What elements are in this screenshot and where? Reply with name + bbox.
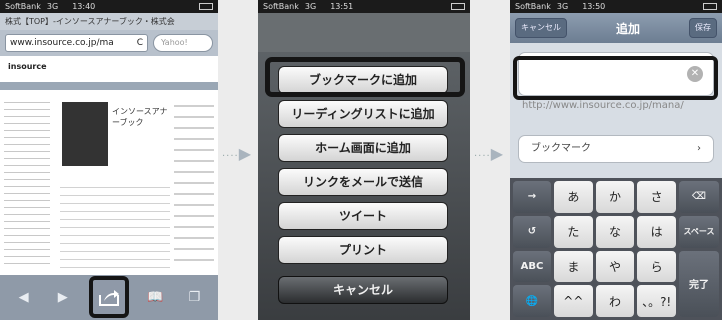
back-icon[interactable]: ◀ [18, 290, 29, 305]
key-sa[interactable]: さ [637, 181, 676, 213]
folder-label: ブックマーク [531, 143, 591, 154]
key-done[interactable]: 完了 [679, 250, 719, 317]
japanese-keyboard: → あ か さ ⌫ ↺ た な は スペース ABC ま や ら 完了 🌐 ^^… [510, 178, 722, 320]
url-text: www.insource.co.jp/ma [10, 38, 114, 48]
dimmed-browser [258, 13, 470, 55]
pages-icon[interactable]: ❐ [188, 290, 201, 305]
key-abc[interactable]: ABC [513, 250, 551, 283]
key-ma[interactable]: ま [554, 250, 593, 283]
key-punctuation[interactable]: 、。?! [637, 285, 676, 317]
arrow-head-icon: ▶ [238, 144, 253, 163]
key-a[interactable]: あ [554, 181, 593, 213]
bookmarks-icon[interactable]: 📖 [147, 290, 164, 305]
battery-icon [199, 3, 213, 10]
carrier: SoftBank [515, 2, 551, 11]
battery-icon [703, 3, 717, 10]
site-logo: insource [8, 62, 47, 71]
tweet-button[interactable]: ツイート [278, 202, 448, 230]
key-ka[interactable]: か [595, 181, 635, 213]
web-content[interactable]: insource インソースアナーブック [0, 56, 218, 275]
article-text [60, 180, 170, 270]
reload-icon[interactable]: C [136, 38, 143, 48]
carrier: SoftBank [5, 2, 41, 11]
key-ha[interactable]: は [637, 215, 676, 248]
search-field[interactable]: Yahoo! [153, 34, 213, 52]
book-image [62, 102, 108, 166]
key-undo-icon[interactable]: ↺ [513, 215, 551, 248]
carrier: SoftBank [263, 2, 299, 11]
network: 3G [46, 2, 59, 11]
globe-icon[interactable]: 🌐 [513, 285, 551, 317]
mail-link-button[interactable]: リンクをメールで送信 [278, 168, 448, 196]
key-ya[interactable]: や [595, 250, 635, 283]
key-na[interactable]: な [595, 215, 635, 248]
share-icon [99, 290, 119, 306]
step-arrow-2: ····▶ [474, 144, 505, 163]
key-ta[interactable]: た [554, 215, 593, 248]
key-delete-icon[interactable]: ⌫ [679, 181, 719, 213]
status-bar: SoftBank 3G 13:40 [0, 0, 218, 13]
clock: 13:51 [330, 2, 354, 11]
save-button[interactable]: 保存 [688, 18, 717, 38]
title-field-highlight [513, 56, 718, 100]
clock: 13:50 [582, 2, 606, 11]
key-ra[interactable]: ら [637, 250, 676, 283]
left-menu-column[interactable] [4, 96, 50, 266]
url-field[interactable]: www.insource.co.jp/ma C [5, 34, 148, 52]
step-arrow-1: ····▶ [222, 144, 253, 163]
bookmark-url: http://www.insource.co.jp/mana/ [522, 100, 684, 111]
add-to-home-button[interactable]: ホーム画面に追加 [278, 134, 448, 162]
status-bar: SoftBank 3G 13:51 [258, 0, 470, 13]
right-sidebar[interactable] [174, 96, 214, 266]
key-next-icon[interactable]: → [513, 181, 551, 213]
chevron-right-icon: › [697, 143, 701, 154]
screen-title: 追加 [615, 21, 640, 36]
book-title: インソースアナーブック [112, 107, 168, 127]
share-action-sheet-screen: SoftBank 3G 13:51 ブックマークに追加 リーディングリストに追加… [258, 0, 470, 320]
battery-icon [451, 3, 465, 10]
key-wa[interactable]: わ [595, 285, 635, 317]
address-bar-row: www.insource.co.jp/ma C Yahoo! [0, 30, 218, 56]
arrow-head-icon: ▶ [490, 144, 505, 163]
nav-bar: キャンセル 追加 保存 [510, 13, 722, 43]
key-emoticon[interactable]: ^^ [554, 285, 593, 317]
network: 3G [304, 2, 317, 11]
status-bar: SoftBank 3G 13:50 [510, 0, 722, 13]
site-nav-bar[interactable] [0, 82, 218, 90]
add-reading-list-button[interactable]: リーディングリストに追加 [278, 100, 448, 128]
add-bookmark-highlight [265, 57, 465, 97]
bookmark-folder-row[interactable]: ブックマーク › [518, 135, 714, 163]
clock: 13:40 [72, 2, 96, 11]
network: 3G [556, 2, 569, 11]
safari-browser-screen: SoftBank 3G 13:40 株式【TOP】-インソースアナーブック・株式… [0, 0, 218, 320]
print-button[interactable]: プリント [278, 236, 448, 264]
clear-icon[interactable]: ✕ [687, 66, 703, 82]
share-button-highlight[interactable] [89, 276, 129, 318]
key-space[interactable]: スペース [679, 215, 719, 248]
forward-icon[interactable]: ▶ [57, 290, 68, 305]
cancel-button[interactable]: キャンセル [515, 18, 567, 38]
add-bookmark-screen: SoftBank 3G 13:50 キャンセル 追加 保存 ✕ http://w… [510, 0, 722, 320]
page-title: 株式【TOP】-インソースアナーブック・株式会 [0, 13, 218, 30]
cancel-button[interactable]: キャンセル [278, 276, 448, 304]
